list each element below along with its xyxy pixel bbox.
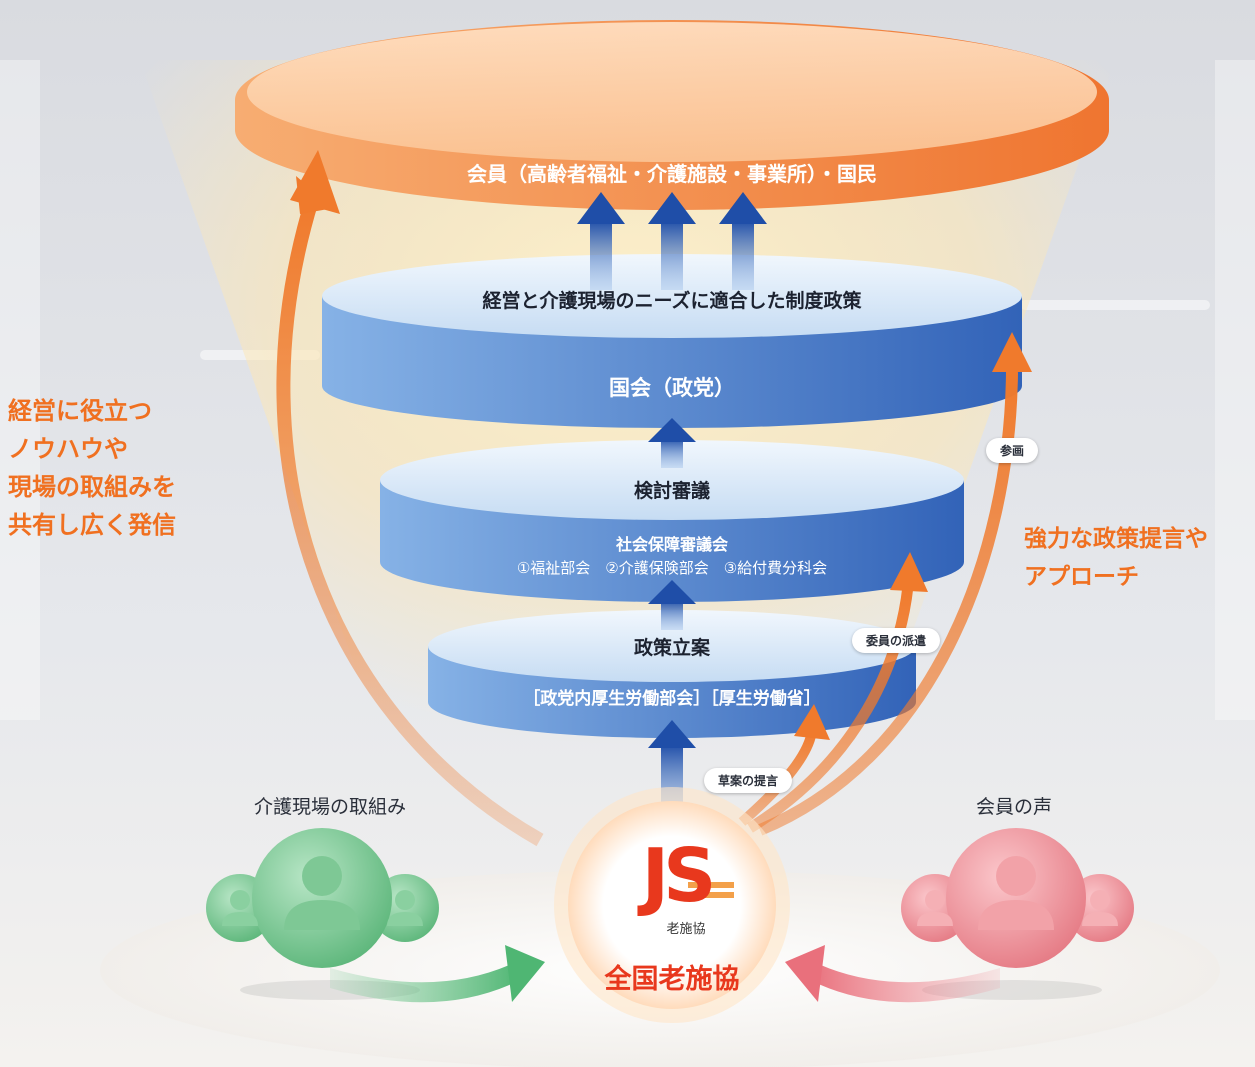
participation-pill: 参画: [985, 438, 1039, 463]
person-icon: [222, 890, 423, 926]
council-disk: [380, 440, 964, 602]
right-message: 強力な政策提言や アプローチ: [1024, 520, 1208, 596]
policy-disk-title: 経営と介護現場のニーズに適合した制度政策: [482, 290, 862, 312]
pink-arrow: [785, 945, 1000, 1003]
policy-disk: [322, 254, 1022, 428]
handrail-right: [1020, 300, 1210, 310]
planning-disk: [428, 610, 916, 738]
arrow-up-icon: [648, 580, 696, 630]
right-group-label: 会員の声: [975, 796, 1053, 818]
arrow-up-icon: [577, 192, 625, 290]
right-message-line: 強力な政策提言や: [1024, 526, 1208, 552]
dispatch-pill: 委員の派遣: [851, 628, 941, 653]
arrow-up-icon: [719, 192, 767, 290]
policy-disk-sub: 国会（政党）: [609, 376, 735, 400]
right-message-line: アプローチ: [1024, 564, 1139, 590]
center-org-ball: [554, 787, 790, 1023]
left-message-line: 共有し広く発信: [8, 511, 176, 539]
org-logo-subtext: 老施協: [666, 922, 706, 937]
person-icon: [284, 856, 360, 930]
org-logo-icon: [688, 882, 734, 898]
person-icon: [978, 856, 1054, 930]
right-people-group: [901, 828, 1134, 1000]
top-disk-label: 会員（高齢者福祉・介護施設・事業所）・国民: [467, 162, 877, 186]
arrow-up-icon: [648, 418, 696, 468]
dispatch-orange-arrow: [747, 552, 928, 833]
council-disk-items: ①福祉部会 ②介護保険部会 ③給付費分科会: [516, 559, 828, 577]
left-message-line: 経営に役立つ: [8, 397, 152, 425]
planning-disk-title: 政策立案: [633, 637, 711, 659]
green-arrow: [330, 945, 545, 1003]
person-icon: [917, 890, 1118, 926]
left-message: 経営に役立つ ノウハウや 現場の取組みを 共有し広く発信: [8, 392, 176, 544]
council-disk-title: 検討審議: [633, 480, 711, 502]
left-message-line: ノウハウや: [8, 435, 128, 463]
org-logo-text: JS: [641, 833, 717, 919]
planning-disk-sub: ［政党内厚生労働部会］［厚生労働省］: [523, 689, 821, 709]
org-name: 全国老施協: [604, 964, 740, 995]
proposal-pill: 草案の提言: [703, 768, 793, 793]
corridor-wall-left: [0, 60, 40, 720]
left-orange-arc-arrow: [276, 150, 544, 847]
corridor-wall-right: [1215, 60, 1255, 720]
left-message-line: 現場の取組みを: [8, 473, 176, 501]
left-group-label: 介護現場の取組み: [253, 796, 407, 818]
proposal-orange-arrow: [738, 704, 830, 826]
left-people-group: [206, 828, 439, 1000]
top-disk: [235, 20, 1109, 210]
council-disk-subtitle: 社会保障審議会: [615, 535, 729, 554]
arrow-up-icon: [648, 192, 696, 290]
